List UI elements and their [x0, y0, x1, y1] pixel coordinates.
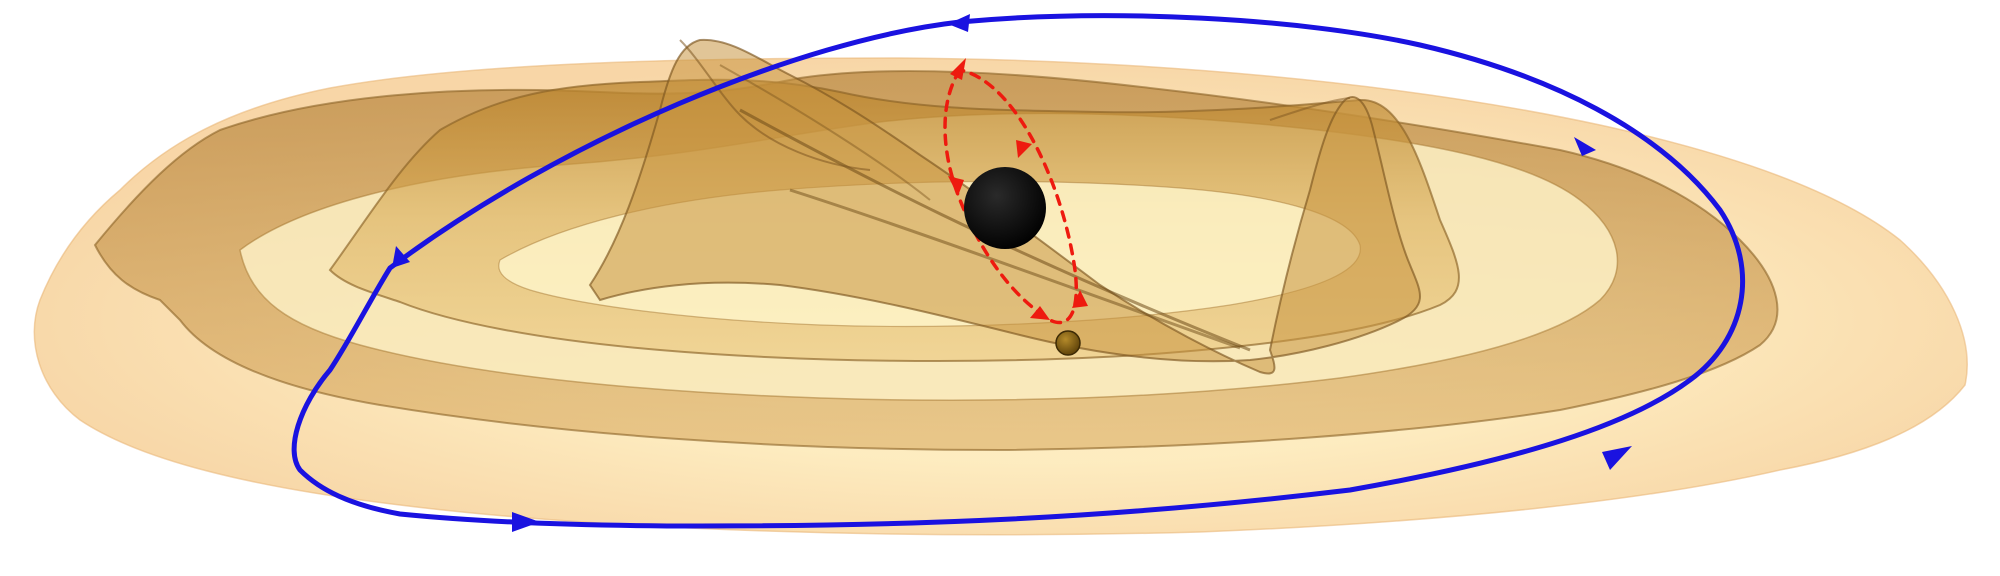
outer-orbit-arrow-upper-right: [1574, 137, 1596, 156]
outer-orbit-arrow-lower-right: [1602, 446, 1632, 470]
outer-orbit-arrow-bottom: [512, 512, 540, 532]
sheet-crease-2: [789, 188, 1241, 350]
sheet-crease-1: [739, 108, 1251, 352]
inner-orbit-path: [943, 68, 1078, 325]
inner-orbit-arrow-bottom-left: [1030, 306, 1050, 320]
black-sphere-icon: [964, 167, 1046, 249]
small-sphere-icon: [1055, 330, 1081, 356]
inner-orbit-arrow-top: [950, 58, 966, 80]
inner-orbit-arrow-left: [948, 176, 964, 196]
sheet-left-lobe: [679, 39, 871, 171]
inner-orbit-arrow-right: [1016, 140, 1032, 158]
outer-orbit-path: [291, 13, 1746, 529]
inner-orbit-arrow-bottom-right: [1072, 290, 1088, 308]
sheet-right-lobe: [1269, 97, 1351, 121]
outer-orbit-arrow-top: [948, 14, 970, 32]
outer-orbit-arrow-left: [392, 246, 410, 268]
sheet-crease-3: [719, 64, 931, 201]
